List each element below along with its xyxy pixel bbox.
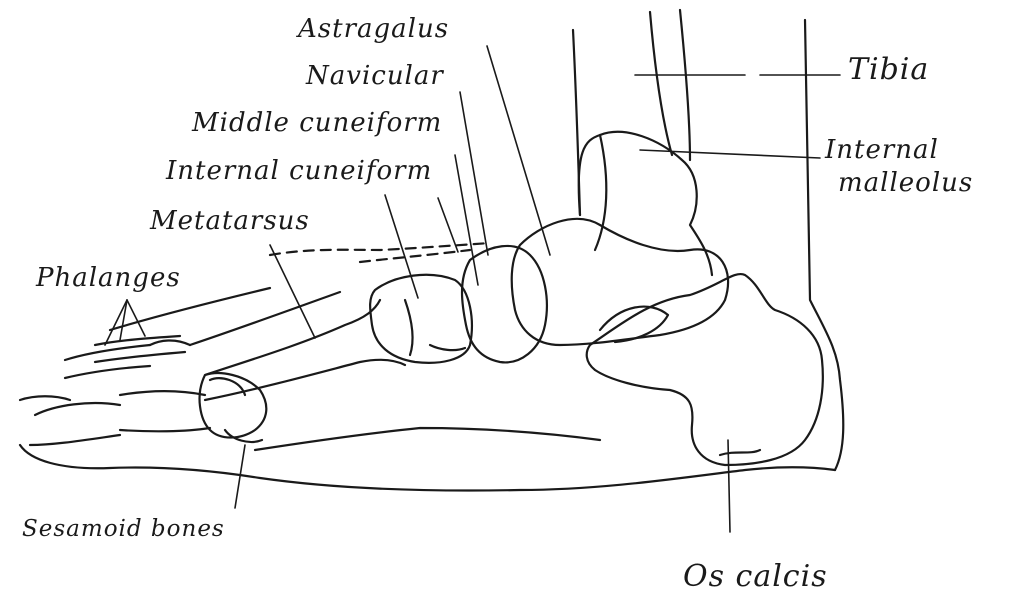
label-astragalus: Astragalus xyxy=(298,16,449,42)
dorsal-ghost-line xyxy=(270,243,490,262)
label-phalanges: Phalanges xyxy=(36,265,181,291)
label-middle-cuneiform: Middle cuneiform xyxy=(192,110,442,136)
cuneiform-bones xyxy=(370,275,472,363)
leader-astragalus xyxy=(487,46,550,255)
leader-navicular xyxy=(460,92,488,255)
great-toe-bones xyxy=(20,373,266,445)
foot-outline xyxy=(20,288,835,491)
label-internal-malleolus-line2: malleolus xyxy=(838,170,973,196)
label-sesamoid-bones: Sesamoid bones xyxy=(22,518,225,541)
os-calcis-bone xyxy=(587,274,823,465)
leader-metatarsus xyxy=(270,245,315,338)
leader-phalanges-3 xyxy=(127,300,145,336)
tibia-bone xyxy=(579,132,712,275)
label-navicular: Navicular xyxy=(306,63,444,89)
label-metatarsus: Metatarsus xyxy=(150,208,310,234)
leg-outline xyxy=(573,10,843,470)
lesser-toe-bones xyxy=(65,336,190,378)
label-internal-malleolus-line1: Internal xyxy=(825,137,939,163)
label-internal-cuneiform: Internal cuneiform xyxy=(166,158,432,184)
leader-internal-cuneiform-b xyxy=(438,198,458,252)
leader-malleolus xyxy=(640,150,820,158)
metatarsal-bones xyxy=(190,292,405,400)
label-os-calcis: Os calcis xyxy=(683,562,828,592)
label-tibia: Tibia xyxy=(848,55,929,85)
